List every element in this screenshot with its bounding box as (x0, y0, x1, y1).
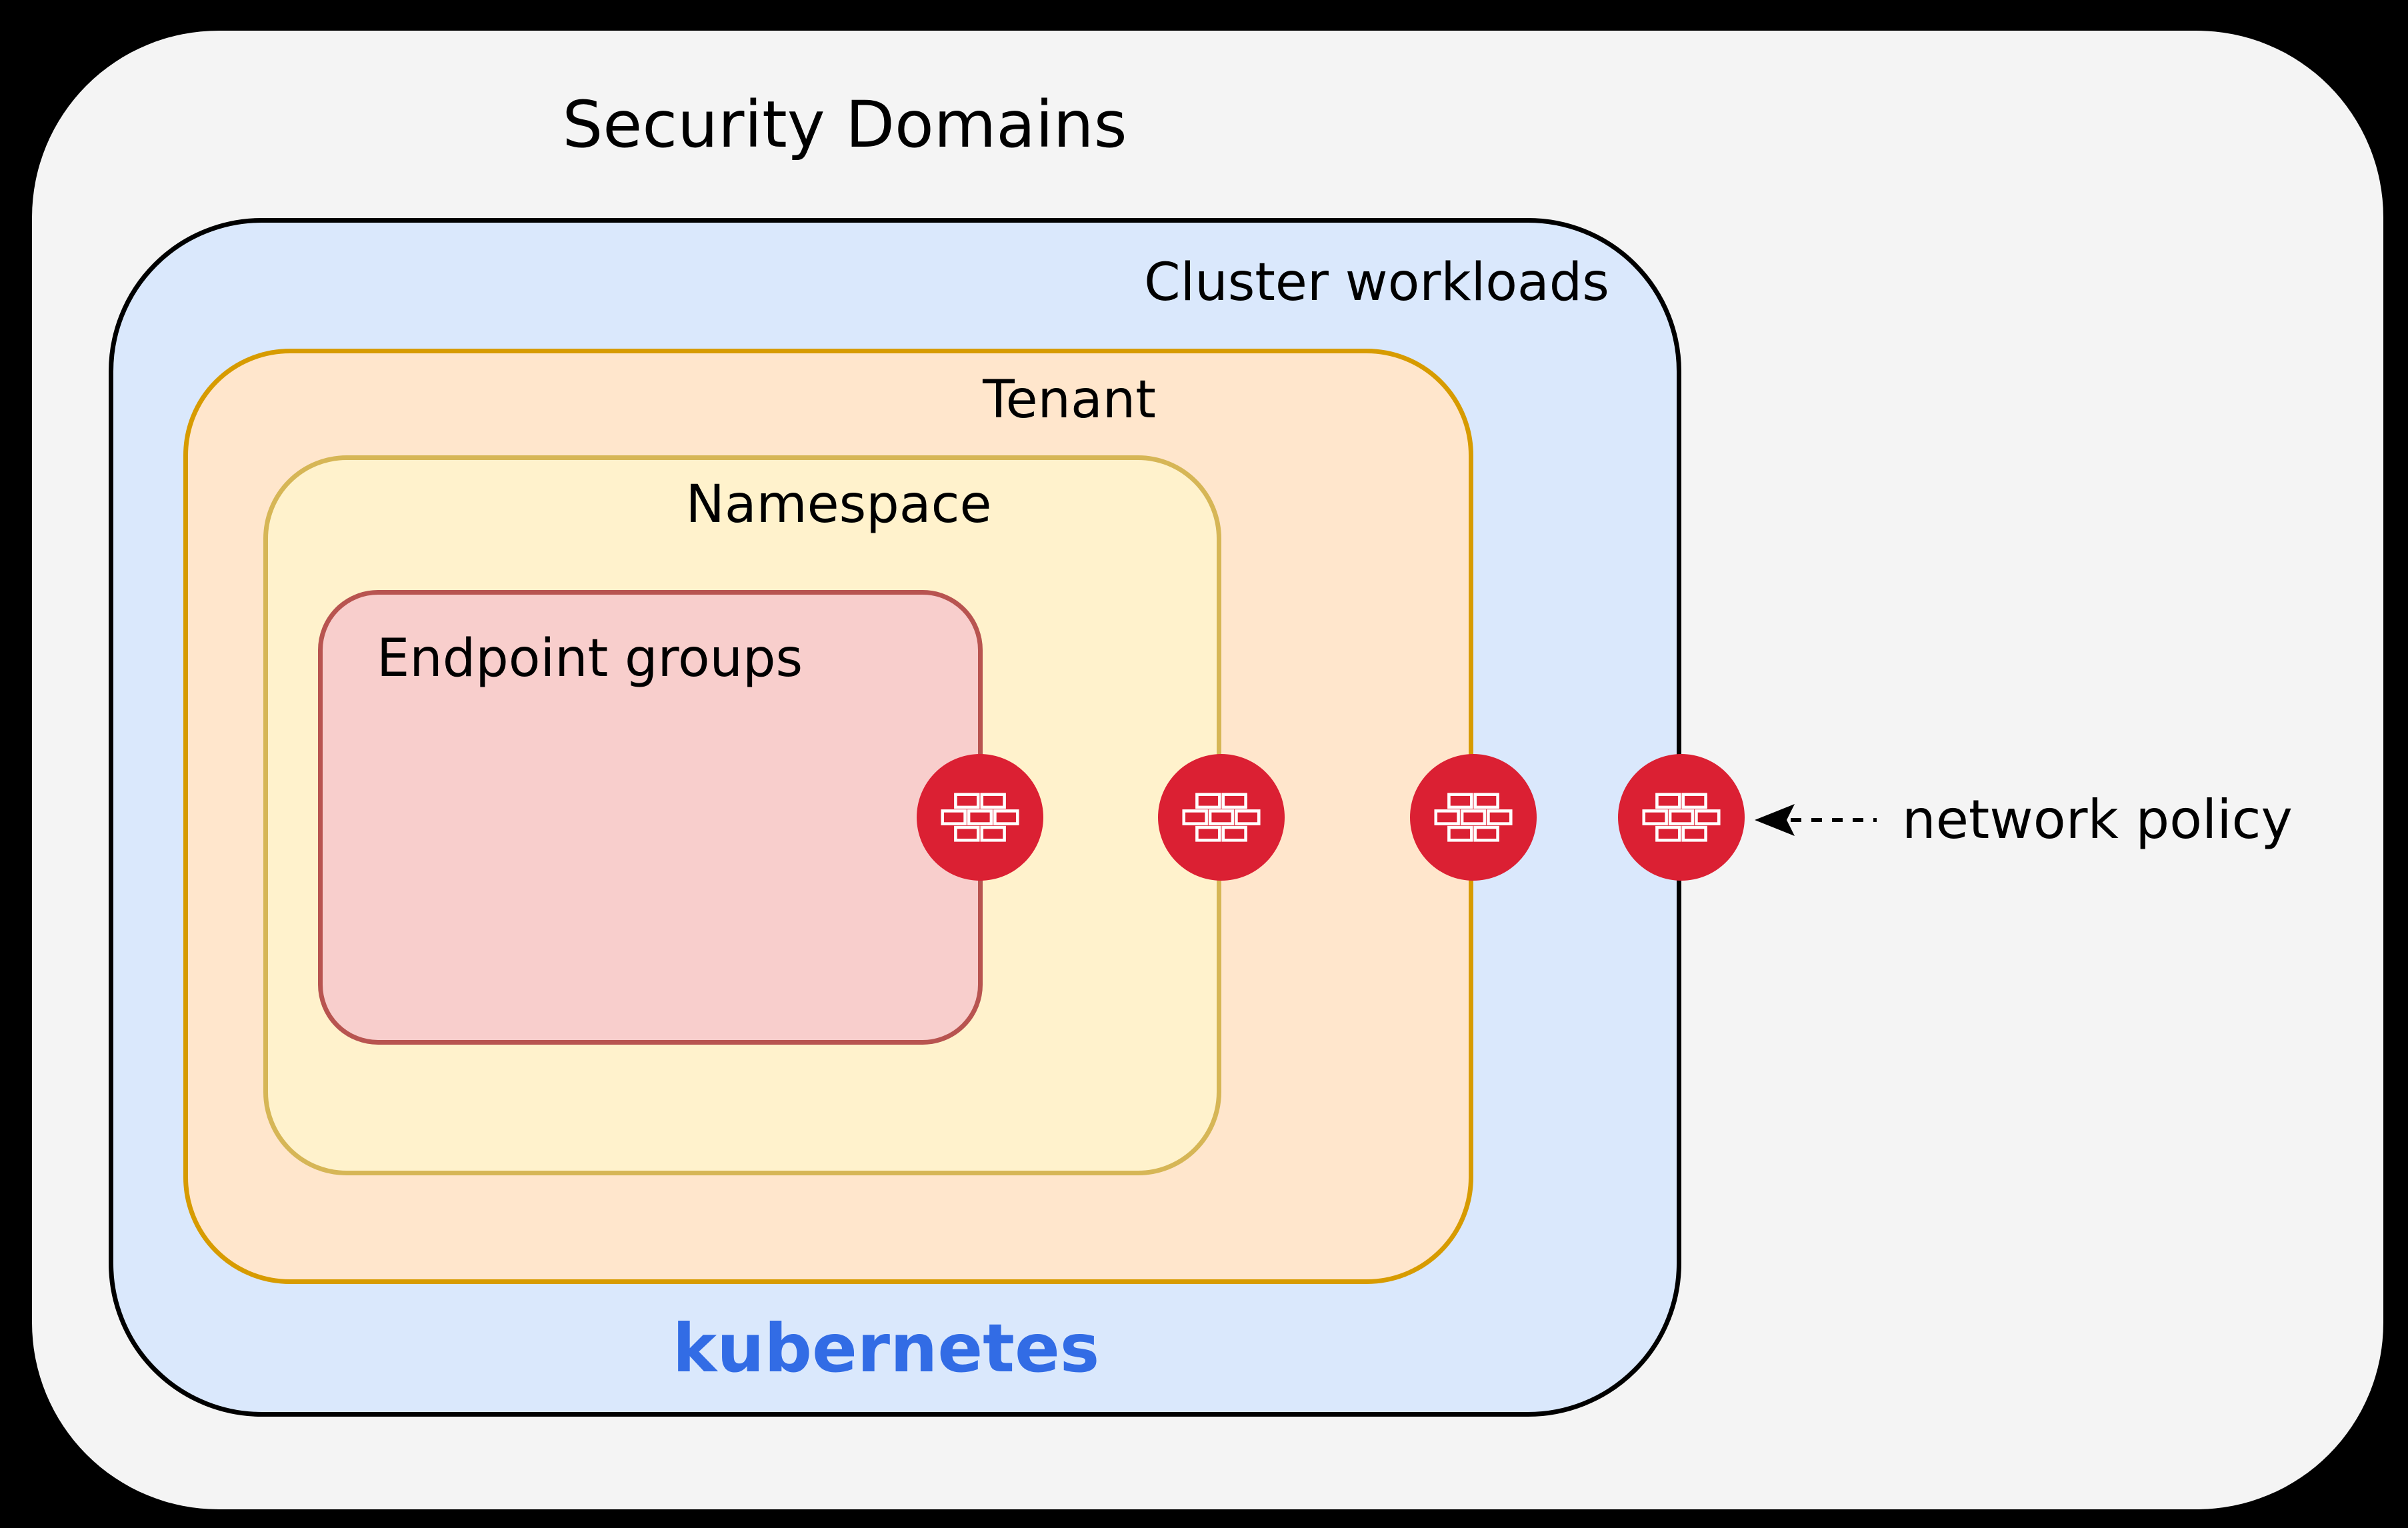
brick-wall-icon (1642, 793, 1721, 842)
tenant-label: Tenant (983, 370, 1156, 430)
page-title: Security Domains (562, 87, 1127, 162)
firewall-icon (1410, 754, 1537, 881)
brick-wall-icon (1182, 793, 1261, 842)
network-policy-arrow-icon (1753, 800, 1880, 840)
firewall-icon (1158, 754, 1285, 881)
namespace-label: Namespace (685, 475, 992, 535)
firewall-icon (917, 754, 1043, 881)
endpoint-groups-label: Endpoint groups (377, 629, 803, 689)
cluster-workloads-label: Cluster workloads (1144, 253, 1609, 313)
network-policy-label: network policy (1902, 789, 2293, 851)
brick-wall-icon (941, 793, 1019, 842)
kubernetes-wordmark: kubernetes (672, 1309, 1100, 1387)
firewall-icon (1618, 754, 1745, 881)
brick-wall-icon (1434, 793, 1513, 842)
endpoint-groups-box (318, 590, 983, 1045)
